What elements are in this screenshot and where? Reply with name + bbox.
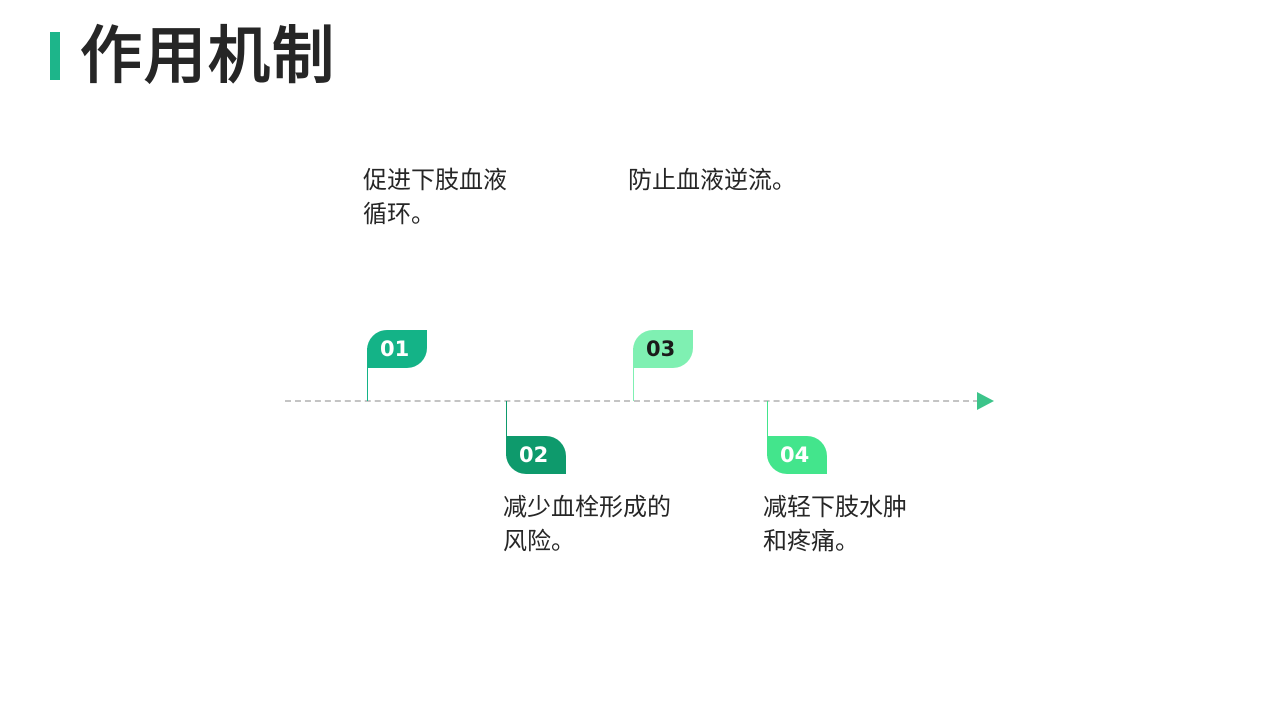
- item-4-text: 减轻下肢水肿和疼痛。: [763, 493, 907, 555]
- item-3-stem: [633, 348, 634, 401]
- item-4-tag: 04: [767, 436, 827, 474]
- page-title: 作用机制: [80, 19, 337, 92]
- item-1-text: 促进下肢血液循环。: [363, 166, 507, 228]
- item-3-tag: 03: [633, 330, 693, 368]
- item-2-stem: [506, 401, 507, 456]
- title-accent-bar: [50, 32, 60, 80]
- item-2-tag: 02: [506, 436, 566, 474]
- item-1-tag: 01: [367, 330, 427, 368]
- item-3-text: 防止血液逆流。: [628, 166, 796, 194]
- item-1-stem: [367, 348, 368, 401]
- timeline-arrow-icon: [977, 392, 994, 410]
- item-2-text: 减少血栓形成的风险。: [503, 493, 671, 555]
- timeline-line: [285, 400, 979, 402]
- item-4-stem: [767, 401, 768, 456]
